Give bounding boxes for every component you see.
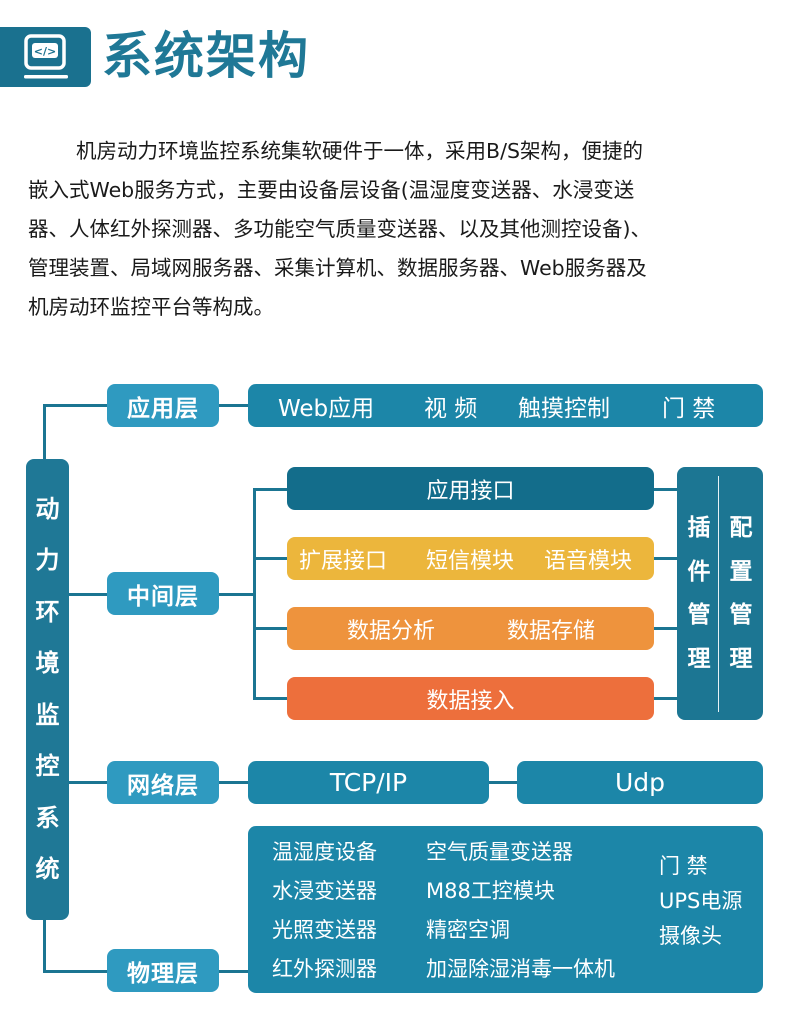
connector-line xyxy=(69,781,109,784)
app-item-video: 视 频 xyxy=(424,395,478,422)
intro-line: 嵌入式Web服务方式，主要由设备层设备(温湿度变送器、水浸变送 xyxy=(28,178,635,202)
physical-item: 光照变送器 xyxy=(272,918,377,942)
middle-item: 短信模块 xyxy=(426,548,515,574)
middle-item: 数据存储 xyxy=(507,618,596,644)
connector-line xyxy=(43,404,108,407)
physical-item: 空气质量变送器 xyxy=(426,840,573,864)
side-char: 理 xyxy=(729,645,753,672)
app-item-touch: 触摸控制 xyxy=(518,395,610,422)
connector-line xyxy=(253,488,288,491)
side-char: 配 xyxy=(729,515,753,541)
connector-line xyxy=(43,919,46,972)
physical-item: 红外探测器 xyxy=(272,957,377,981)
header-icon-box: </> xyxy=(0,27,91,87)
intro-line: 器、人体红外探测器、多功能空气质量变送器、以及其他测控设备)、 xyxy=(28,217,651,241)
root-char: 动 xyxy=(35,494,60,523)
connector-line xyxy=(218,970,250,973)
side-char: 管 xyxy=(729,602,753,628)
middle-item: 扩展接口 xyxy=(299,548,388,574)
middle-row-data-processing: 数据分析 数据存储 xyxy=(287,607,654,650)
root-char: 环 xyxy=(35,597,60,626)
connector-line xyxy=(218,593,255,596)
layer-label-middle: 中间层 xyxy=(107,572,219,615)
middle-item: 数据接入 xyxy=(426,688,515,714)
connector-line xyxy=(488,781,520,784)
physical-item: M88工控模块 xyxy=(426,879,555,903)
root-char: 统 xyxy=(35,855,60,883)
intro-line: 机房动力环境监控系统集软硬件于一体，采用B/S架构，便捷的 xyxy=(76,139,643,163)
middle-row-app-interface: 应用接口 xyxy=(287,467,654,510)
side-char: 置 xyxy=(729,558,753,585)
svg-text:</>: </> xyxy=(34,45,56,58)
layer-label-application: 应用层 xyxy=(107,384,219,427)
connector-line xyxy=(253,488,256,699)
layer-label-network: 网络层 xyxy=(107,761,219,804)
intro-paragraph: 机房动力环境监控系统集软硬件于一体，采用B/S架构，便捷的 嵌入式Web服务方式… xyxy=(28,132,768,327)
management-side-box: 插 件 管 理 配 置 管 理 xyxy=(677,467,763,720)
root-char: 监 xyxy=(35,700,60,729)
connector-line xyxy=(253,557,288,560)
side-char: 插 xyxy=(687,515,711,541)
connector-line xyxy=(253,697,288,700)
side-char: 件 xyxy=(687,558,711,585)
network-item: Udp xyxy=(614,768,666,797)
middle-item: 语音模块 xyxy=(544,548,633,574)
intro-line: 机房动环监控平台等构成。 xyxy=(28,295,274,319)
layer-label-physical: 物理层 xyxy=(107,949,219,992)
physical-item: 水浸变送器 xyxy=(272,879,377,903)
physical-item: 精密空调 xyxy=(426,918,510,942)
physical-item: 门 禁 xyxy=(659,854,708,878)
side-char: 理 xyxy=(687,645,711,672)
connector-line xyxy=(652,557,679,560)
page-title: 系统架构 xyxy=(102,27,310,85)
network-udp-bar: Udp xyxy=(517,761,763,804)
network-tcpip-bar: TCP/IP xyxy=(248,761,489,804)
physical-col-3: 门 禁 UPS电源 摄像头 xyxy=(659,849,742,954)
connector-line xyxy=(43,970,108,973)
physical-item: 摄像头 xyxy=(659,924,722,948)
root-system-box: 动 力 环 境 监 控 系 统 xyxy=(26,459,69,920)
code-monitor-icon: </> xyxy=(24,34,68,79)
application-layer-bar: Web应用 视 频 触摸控制 门 禁 xyxy=(248,384,763,427)
app-item-door: 门 禁 xyxy=(662,395,716,422)
app-item-web: Web应用 xyxy=(278,395,375,422)
connector-line xyxy=(652,627,679,630)
root-char: 境 xyxy=(35,649,60,677)
physical-item: 加湿除湿消毒一体机 xyxy=(426,957,615,981)
intro-line: 管理装置、局域网服务器、采集计算机、数据服务器、Web服务器及 xyxy=(28,256,647,280)
physical-layer-box: 温湿度设备 水浸变送器 光照变送器 红外探测器 空气质量变送器 M88工控模块 … xyxy=(248,826,763,993)
connector-line xyxy=(218,781,250,784)
middle-row-data-ingest: 数据接入 xyxy=(287,677,654,720)
connector-line xyxy=(69,593,109,596)
connector-line xyxy=(652,488,679,491)
config-management: 配 置 管 理 xyxy=(721,507,761,681)
connector-line xyxy=(43,404,46,460)
physical-col-1: 温湿度设备 水浸变送器 光照变送器 红外探测器 xyxy=(272,833,377,989)
middle-item: 数据分析 xyxy=(347,618,436,644)
connector-line xyxy=(218,404,250,407)
physical-item: 温湿度设备 xyxy=(272,840,377,864)
connector-line xyxy=(253,627,288,630)
physical-col-2: 空气质量变送器 M88工控模块 精密空调 加湿除湿消毒一体机 xyxy=(426,833,615,989)
root-char: 系 xyxy=(35,803,60,832)
middle-item: 应用接口 xyxy=(426,478,515,504)
connector-line xyxy=(652,697,679,700)
network-item: TCP/IP xyxy=(329,768,408,797)
root-char: 力 xyxy=(35,546,60,574)
side-divider xyxy=(718,476,719,712)
plugin-management: 插 件 管 理 xyxy=(679,507,719,681)
root-char: 控 xyxy=(35,752,60,780)
middle-row-extensions: 扩展接口 短信模块 语音模块 xyxy=(287,537,654,580)
physical-item: UPS电源 xyxy=(659,889,743,913)
side-char: 管 xyxy=(687,602,711,628)
